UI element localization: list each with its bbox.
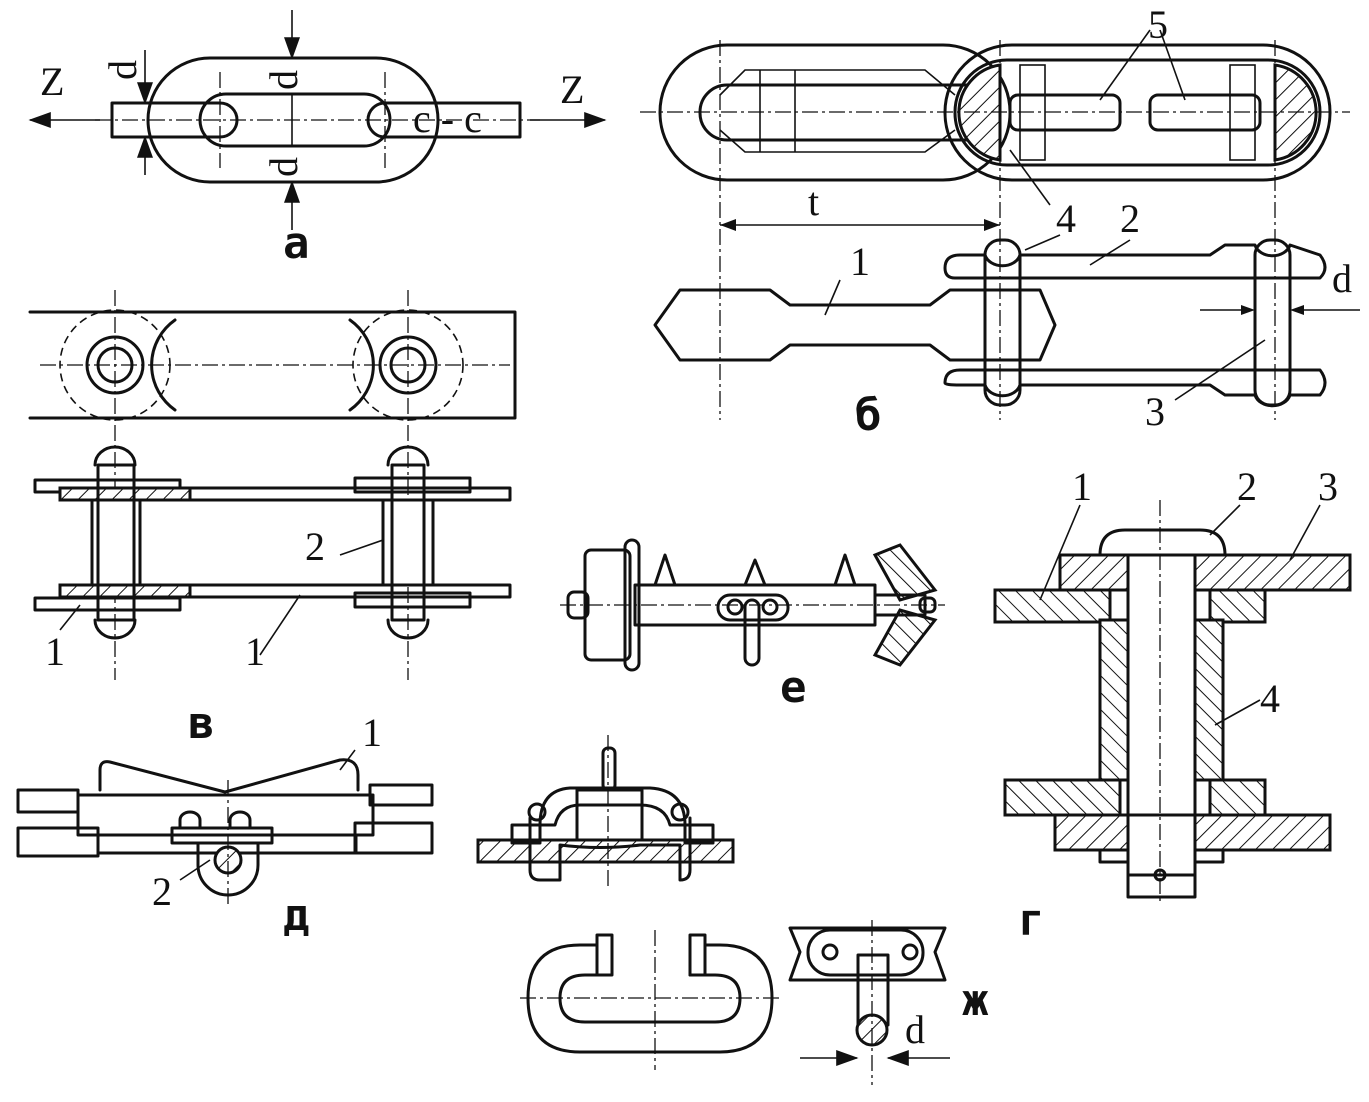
callout-4: 4 [1056, 196, 1076, 241]
d-dim-label: d [261, 70, 306, 90]
cotter [743, 598, 761, 667]
callout-3: 3 [1318, 464, 1338, 509]
pitch-t-label: t [808, 179, 819, 224]
figure-v-bushing-chain: 2 1 1 в [28, 290, 517, 749]
caption-e: е [780, 662, 807, 713]
figure-d-scraper-attachment: 1 2 д [16, 710, 434, 941]
d-dim-label: d [905, 1007, 925, 1052]
adjacent-link-left [110, 101, 239, 139]
caption-v: в [188, 698, 215, 749]
clip-link-top [538, 786, 687, 827]
caption-g: г [1018, 895, 1045, 946]
figure-zh-detachable-link: d ж [476, 735, 989, 1085]
figure-g-bushing-section: 1 2 3 4 г [993, 464, 1352, 946]
callout-2: 2 [1120, 196, 1140, 241]
hub-section [872, 543, 938, 667]
side-plate-top [943, 243, 1327, 280]
caption-d: д [283, 890, 310, 941]
callout-1: 1 [45, 629, 65, 674]
forged-link-side [653, 288, 1057, 362]
d-dim-label: d [261, 157, 306, 177]
open-link-outer [526, 943, 774, 1054]
figure-a-round-link-chain: Z Z d d d c - c а [28, 10, 607, 269]
callout-1: 1 [245, 629, 265, 674]
callout-5: 5 [1148, 2, 1168, 47]
inner-plate [188, 486, 512, 502]
caption-zh: ж [962, 975, 989, 1026]
z-left-label: Z [40, 59, 64, 104]
inner-plate-section [993, 588, 1112, 624]
pin-shaft [1126, 553, 1197, 877]
bushing-wall [1098, 618, 1130, 782]
figure-e-spiked-axle: е [560, 538, 945, 713]
open-link-inner [558, 973, 742, 1024]
scraper-blade [98, 758, 360, 794]
side-plate-bottom [943, 368, 1327, 408]
caption-a: а [283, 218, 310, 269]
callout-3: 3 [1145, 389, 1165, 434]
bushing-wall [1193, 618, 1225, 782]
callout-2: 2 [1237, 464, 1257, 509]
callout-4: 4 [1260, 676, 1280, 721]
callout-2: 2 [305, 524, 325, 569]
pin [1253, 238, 1292, 407]
attachment-plate [788, 926, 947, 982]
d-dim-label: d [100, 60, 145, 80]
pin-head [1098, 528, 1227, 557]
bushing [90, 498, 142, 587]
d-dim-label: d [1332, 256, 1352, 301]
callout-1: 1 [850, 239, 870, 284]
section-cc-label: c - c [413, 96, 482, 141]
caption-b: б [855, 390, 882, 441]
callout-1: 1 [1072, 464, 1092, 509]
adjacent-link-right [366, 101, 522, 139]
outer-plate-section [1058, 553, 1352, 592]
z-right-label: Z [560, 67, 584, 112]
figure-b-forged-chain: t 1 2 3 4 5 d б [640, 2, 1360, 441]
inner-plate [188, 583, 512, 599]
callout-2: 2 [152, 869, 172, 914]
pin [983, 238, 1022, 407]
callout-1: 1 [362, 710, 382, 755]
round-link-inner [198, 92, 392, 148]
outer-plate [33, 596, 182, 612]
